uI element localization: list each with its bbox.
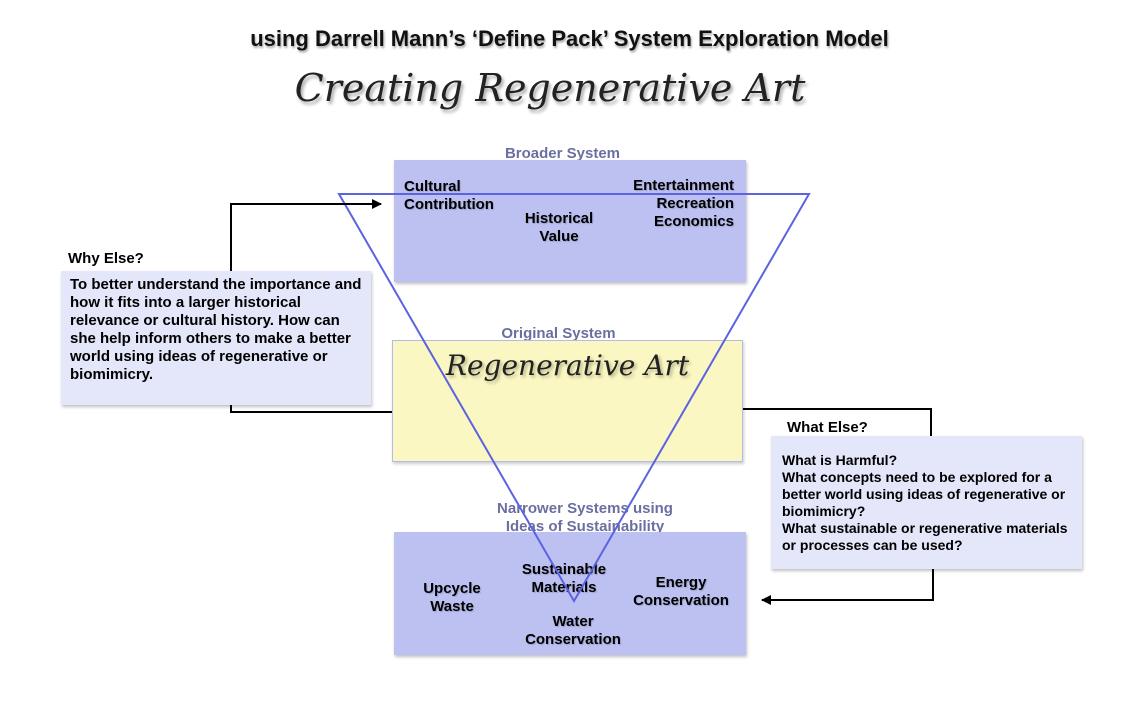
why-else-arrow: [230, 405, 392, 413]
broader-system-label: Broader System: [504, 145, 621, 162]
water-conservation-text: Water Conservation: [525, 613, 621, 648]
original-system-label: Original System: [501, 325, 616, 342]
what-else-arrow: [761, 569, 934, 605]
what-else-connector: [743, 408, 932, 436]
entertainment-recreation-economics-text: Entertainment Recreation Economics: [633, 177, 734, 230]
original-system-box: [392, 340, 743, 462]
header-subtitle: using Darrell Mann’s ‘Define Pack’ Syste…: [250, 26, 889, 51]
why-else-text: To better understand the importance and …: [70, 276, 362, 383]
historical-value-text: Historical Value: [524, 210, 594, 245]
diagram-title: Creating Regenerative Art: [294, 66, 806, 110]
why-else-note: To better understand the importance and …: [61, 271, 371, 405]
regenerative-art-label: Regenerative Art: [445, 349, 690, 382]
energy-conservation-text: Energy Conservation: [633, 574, 729, 609]
why-else-arrow-top: [230, 199, 382, 271]
inverted-triangle: [337, 193, 811, 603]
why-else-heading: Why Else?: [68, 250, 144, 267]
cultural-contribution-text: Cultural Contribution: [404, 178, 494, 213]
what-else-note: What is Harmful? What concepts need to b…: [771, 436, 1082, 569]
what-else-heading: What Else?: [787, 419, 868, 436]
what-else-text: What is Harmful? What concepts need to b…: [782, 452, 1068, 553]
upcycle-waste-text: Upcycle Waste: [423, 580, 481, 615]
broader-system-box: [394, 160, 746, 282]
